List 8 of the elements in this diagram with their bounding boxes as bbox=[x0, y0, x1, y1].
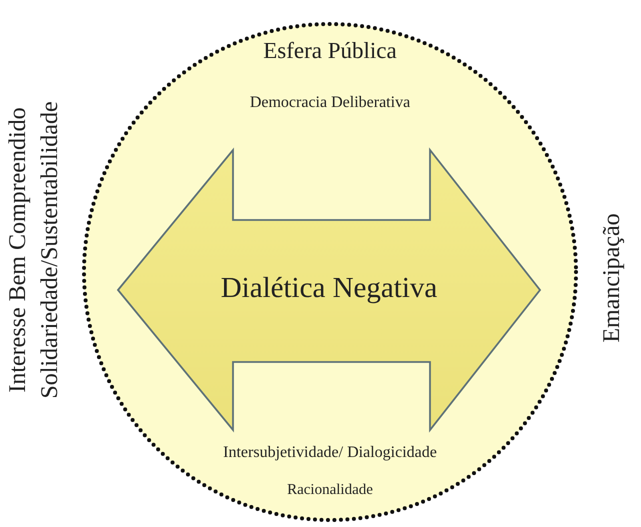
node-heading: Esfera Pública bbox=[263, 38, 397, 64]
side-label: Solidariedade/Sustentabilidade bbox=[36, 101, 64, 399]
node-text: Intersubjetividade/ Dialogicidade bbox=[223, 444, 437, 462]
node-heading: Dialética Negativa bbox=[220, 272, 438, 305]
side-label: Emancipação bbox=[598, 213, 626, 343]
node-text: Democracia Deliberativa bbox=[250, 94, 410, 112]
side-label: Interesse Bem Compreendido bbox=[4, 107, 32, 393]
node-text: Racionalidade bbox=[287, 482, 373, 499]
